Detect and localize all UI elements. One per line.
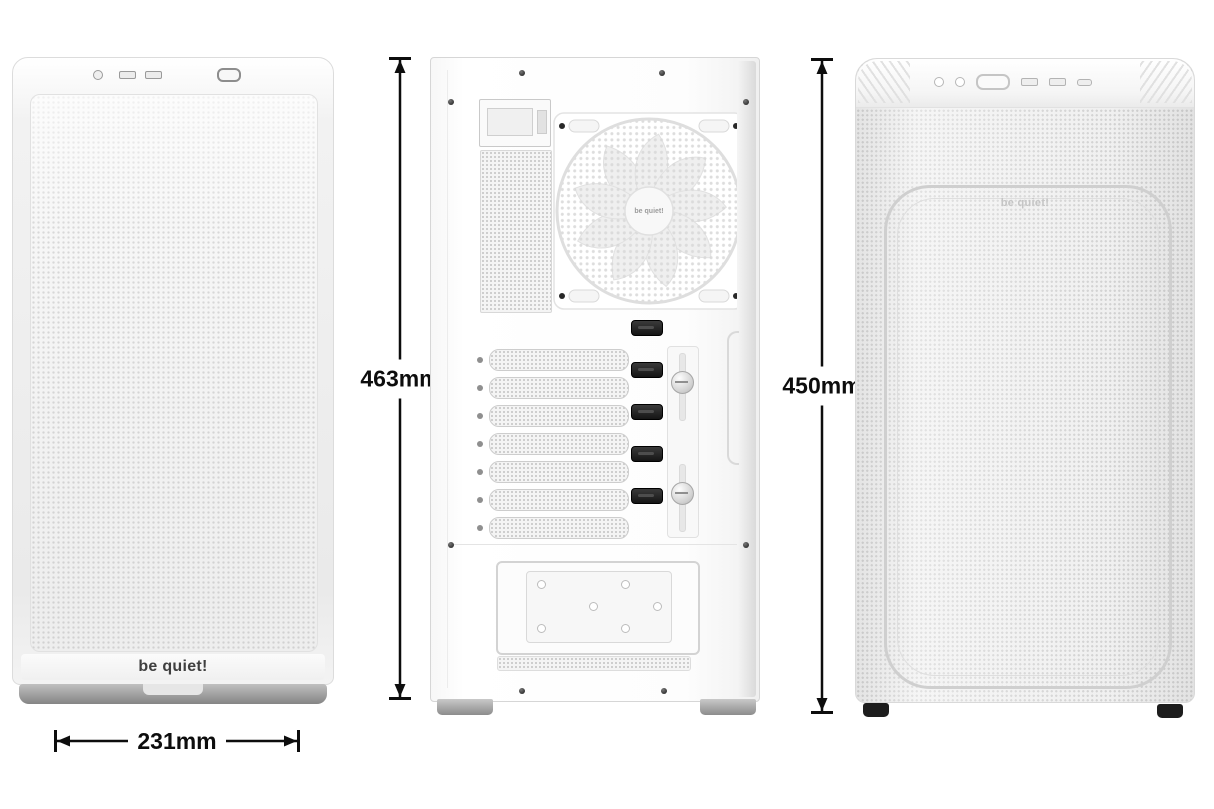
mounting-hole [537,580,546,589]
cable-grommet [631,362,663,378]
cable-grommet [631,320,663,336]
usb-port-icon [145,71,162,79]
audio-jack-icon [934,77,944,87]
usb-port-icon [1049,78,1066,86]
screw-icon [661,688,667,694]
thumbscrew-icon [671,371,694,394]
fan-hub [624,186,674,236]
rear-case-body: be quiet! [855,58,1195,703]
thumbscrew-icon [671,482,694,505]
bottom-dust-vent [497,656,691,671]
power-button-icon [976,74,1010,90]
mounting-hole [653,602,662,611]
pci-slot-covers [477,349,629,539]
cable-grommet-column [631,320,663,504]
front-base-notch [143,684,203,695]
side-height-dimension: 463mm [355,57,445,700]
front-panel-edge [737,61,756,697]
front-view: be quiet! [12,57,334,704]
screw-icon [743,99,749,105]
brand-logo: be quiet! [138,658,208,675]
front-logo-bar: be quiet! [21,654,325,680]
screw-icon [659,70,665,76]
screw-icon [519,688,525,694]
cable-grommet [631,446,663,462]
mounting-hole [621,624,630,633]
rear-height-dimension: 450mm [777,58,867,714]
case-foot [437,699,493,715]
rear-height-label: 450mm [777,366,867,406]
rear-exhaust-vent [480,150,552,313]
front-fan-assembly: be quiet! [553,112,745,310]
top-io-panel [934,72,1116,92]
front-width-label: 231mm [54,727,300,755]
psu-bracket [526,571,672,643]
usb-c-port-icon [1077,78,1092,86]
pci-slot-cover [477,377,629,399]
pci-slot-cover [477,461,629,483]
io-shield-opening [487,108,533,136]
side-mesh-frame [884,185,1172,689]
screw-icon [519,70,525,76]
case-foot [700,699,756,715]
psu-shroud-line [449,544,737,545]
power-button-icon [217,68,241,82]
screw-icon [448,99,454,105]
front-panel-handle [727,331,739,465]
case-foot [863,703,889,717]
side-interior-view: be quiet! [430,57,760,702]
front-mesh-panel [30,94,318,652]
case-foot [1157,704,1183,718]
front-case-body: be quiet! [12,57,334,704]
pci-slot-cover [477,517,629,539]
mounting-hole [537,624,546,633]
front-io-panel [85,65,265,83]
psu-mount-area [496,561,700,655]
audio-jack-icon [955,77,965,87]
usb-port-icon [119,71,136,79]
pci-slot-cover [477,349,629,371]
rear-angled-view: be quiet! [855,58,1195,718]
pci-slot-cover [477,433,629,455]
screw-icon [448,542,454,548]
pci-slot-cover [477,405,629,427]
screw-icon [743,542,749,548]
chassis-edge-line [447,70,448,688]
top-grip-texture [858,61,910,103]
rear-io-cutout [479,99,551,147]
cable-grommet [631,404,663,420]
front-width-dimension: 231mm [54,727,300,755]
mounting-hole [621,580,630,589]
top-grip-texture [1140,61,1192,103]
fan-hub-logo: be quiet! [634,208,663,215]
mounting-hole [589,602,598,611]
side-height-label: 463mm [355,359,445,398]
usb-port-icon [1021,78,1038,86]
cable-grommet [631,488,663,504]
audio-jack-icon [93,70,103,80]
io-clip [537,110,547,134]
pci-slot-cover [477,489,629,511]
rear-top-panel [856,59,1194,108]
front-base-feet [19,684,327,704]
side-panel-logo: be quiet! [1000,197,1050,209]
